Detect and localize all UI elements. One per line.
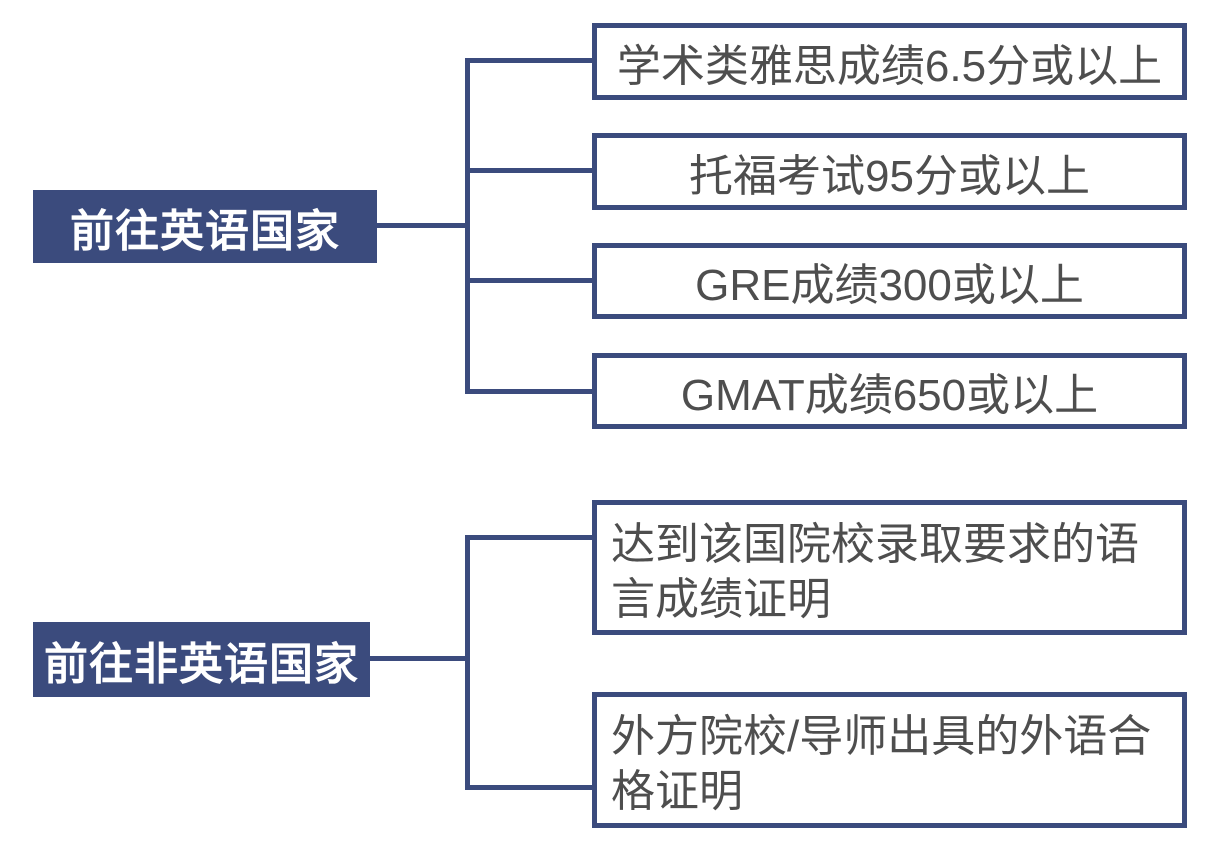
connector-branch-ielts: [465, 58, 592, 63]
connector-trunk-non-english: [465, 535, 470, 790]
connector-branch-institution-proof: [465, 785, 592, 790]
connector-branch-gre: [465, 278, 592, 283]
node-ielts-score: 学术类雅思成绩6.5分或以上: [592, 23, 1187, 100]
node-non-english-countries: 前往非英语国家: [33, 622, 370, 697]
node-gmat-score: GMAT成绩650或以上: [592, 353, 1187, 429]
node-foreign-institution-proof: 外方院校/导师出具的外语合格证明: [592, 692, 1187, 828]
connector-feed-non-english: [370, 656, 470, 661]
node-language-proof: 达到该国院校录取要求的语言成绩证明: [592, 500, 1187, 635]
connector-trunk-english: [465, 58, 470, 394]
node-toefl-score: 托福考试95分或以上: [592, 133, 1187, 210]
node-gre-score: GRE成绩300或以上: [592, 243, 1187, 319]
connector-branch-language-proof: [465, 535, 592, 540]
connector-branch-gmat: [465, 389, 592, 394]
node-english-countries: 前往英语国家: [33, 190, 377, 263]
connector-feed-english: [377, 223, 469, 228]
connector-branch-toefl: [465, 168, 592, 173]
